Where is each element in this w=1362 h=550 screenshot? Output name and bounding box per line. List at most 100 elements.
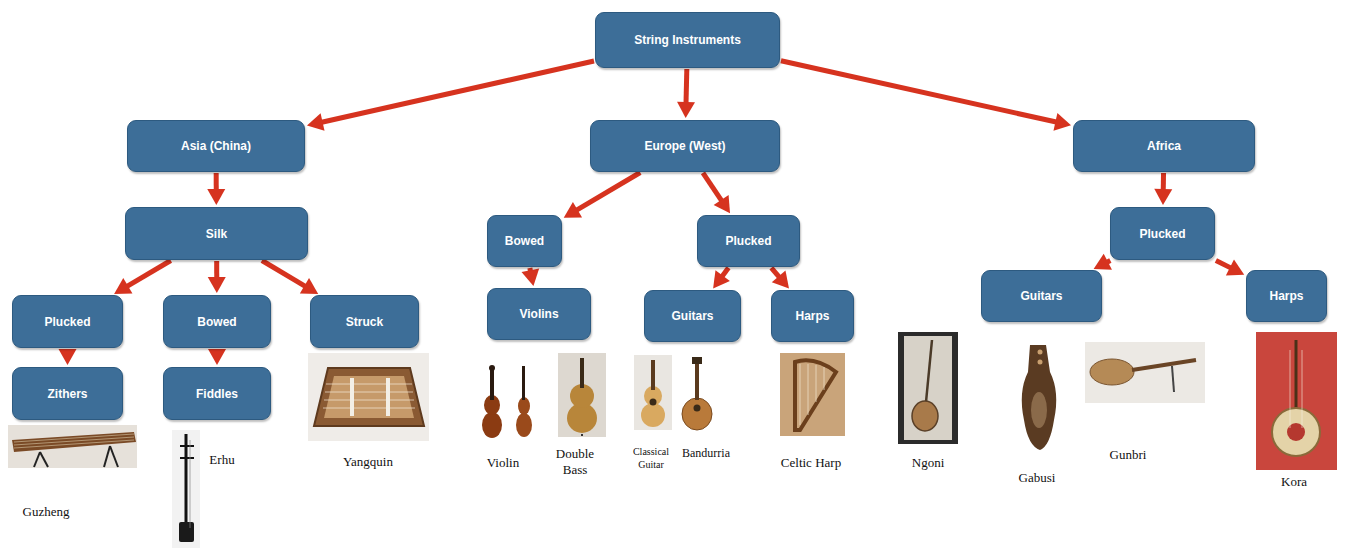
kora-photo: [1256, 332, 1337, 470]
instrument-name: Classical Guitar: [627, 446, 675, 471]
connector-line: [1161, 173, 1166, 191]
instrument-name: Erhu: [192, 452, 252, 468]
connector-arrow: [262, 261, 318, 294]
arrow-head: [1226, 259, 1244, 275]
connector-arrow: [207, 173, 225, 205]
connector-arrow: [781, 61, 1071, 131]
category-label: Plucked: [1139, 227, 1185, 241]
connector-arrow: [703, 173, 730, 214]
category-label: Struck: [346, 315, 383, 329]
connector-arrow: [522, 268, 540, 286]
gabusi-photo: [1022, 345, 1057, 450]
arrow-head: [208, 277, 226, 293]
connector-arrow: [713, 268, 730, 289]
category-box: Guitars: [644, 290, 741, 342]
celtic-harp-photo: [780, 353, 845, 436]
arrow-head: [1154, 189, 1172, 205]
connector-arrow: [1216, 259, 1244, 275]
arrow-head: [59, 349, 77, 365]
category-box: Harps: [771, 290, 854, 342]
arrow-head: [522, 269, 540, 286]
arrow-head: [677, 102, 695, 118]
category-box: Bowed: [163, 295, 271, 348]
category-label: String Instruments: [634, 33, 741, 47]
category-box: Plucked: [12, 295, 123, 348]
double-bass-photo: [558, 353, 606, 437]
instrument-name: Guzheng: [6, 504, 86, 520]
arrow-head: [564, 202, 582, 218]
connector-line: [1216, 260, 1232, 268]
instrument-name: Gabusi: [1002, 470, 1072, 486]
arrow-head: [300, 278, 318, 294]
connector-arrow: [307, 61, 594, 131]
category-box: Zithers: [12, 367, 123, 420]
connector-arrow: [1094, 254, 1112, 270]
category-label: Bowed: [505, 234, 544, 248]
instrument-name: Bandurria: [671, 446, 741, 461]
connector-line: [683, 69, 689, 104]
connector-arrow: [208, 261, 226, 293]
connector-line: [576, 173, 640, 211]
category-label: Violins: [519, 307, 558, 321]
arrow-head: [1094, 254, 1112, 270]
yangquin-photo: [308, 353, 429, 441]
connector-line: [214, 261, 219, 279]
arrow-head: [307, 113, 325, 131]
category-label: Harps: [795, 309, 829, 323]
connector-arrow: [1154, 173, 1172, 205]
category-box: Plucked: [1110, 207, 1215, 260]
category-label: Guitars: [671, 309, 713, 323]
category-box: Harps: [1246, 270, 1327, 322]
instrument-name: Gunbri: [1093, 447, 1163, 463]
category-label: Zithers: [47, 387, 87, 401]
category-label: Plucked: [44, 315, 90, 329]
category-label: Harps: [1269, 289, 1303, 303]
connector-arrow: [114, 261, 171, 294]
connector-line: [262, 261, 306, 287]
category-box: Violins: [487, 288, 591, 340]
category-box: Fiddles: [163, 367, 271, 420]
instrument-name: Violin: [468, 455, 538, 471]
instrument-name: Ngoni: [893, 455, 963, 471]
guzheng-photo: [8, 425, 137, 468]
classical-guitar-photo: [634, 355, 672, 430]
category-label: Africa: [1147, 139, 1181, 153]
category-label: Europe (West): [644, 139, 725, 153]
arrow-head: [114, 278, 132, 294]
arrow-head: [772, 270, 789, 288]
connector-arrow: [564, 173, 640, 218]
instrument-name: Celtic Harp: [766, 455, 856, 471]
connector-line: [126, 261, 171, 287]
connector-line: [781, 61, 1057, 122]
category-box: Asia (China): [127, 120, 305, 172]
gunbri-photo: [1085, 342, 1205, 403]
connector-line: [321, 61, 594, 122]
category-box: Europe (West): [590, 120, 780, 172]
connector-arrow: [677, 69, 695, 118]
category-label: Fiddles: [196, 387, 238, 401]
category-box: String Instruments: [595, 12, 780, 68]
connector-line: [214, 173, 219, 191]
instrument-name: Yangquin: [323, 454, 413, 470]
arrow-head: [714, 195, 730, 213]
ngoni-photo: [898, 332, 958, 444]
arrow-head: [208, 349, 226, 365]
erhu-photo: [172, 430, 200, 548]
instrument-name: Kora: [1259, 474, 1329, 490]
category-box: Struck: [310, 295, 419, 348]
category-box: Plucked: [697, 215, 800, 267]
category-box: Africa: [1073, 120, 1255, 172]
bandurria-photo: [682, 357, 712, 430]
category-label: Guitars: [1020, 289, 1062, 303]
arrow-head: [1053, 113, 1071, 131]
connector-arrow: [771, 268, 789, 289]
category-box: Bowed: [487, 215, 562, 267]
category-box: Silk: [125, 207, 308, 260]
category-label: Silk: [206, 227, 227, 241]
instrument-name: Double Bass: [552, 446, 598, 479]
category-box: Guitars: [981, 270, 1102, 322]
connector-arrow: [208, 349, 226, 365]
